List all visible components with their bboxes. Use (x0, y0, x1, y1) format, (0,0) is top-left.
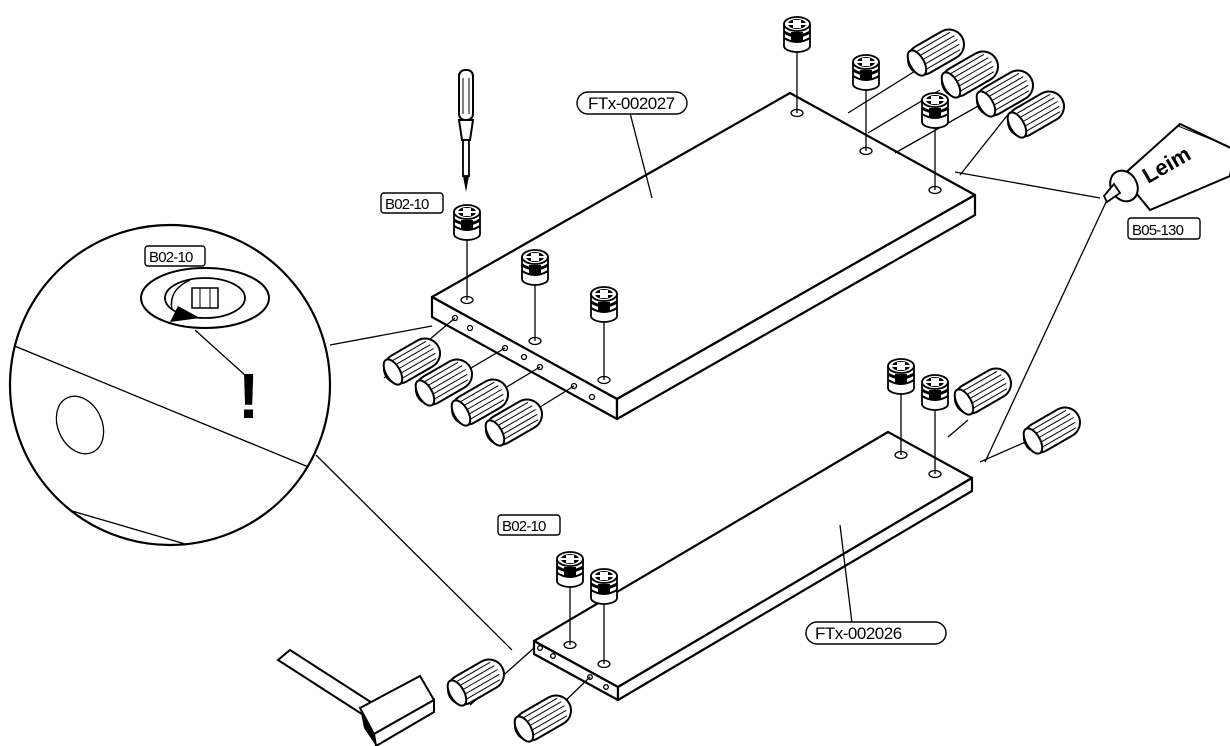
cam-topview-icon (140, 267, 270, 377)
hammer-icon (276, 648, 436, 746)
cam-lock-icon (886, 357, 916, 396)
glue-tube-icon: Leim (1102, 122, 1230, 212)
panel-bottom (532, 430, 974, 702)
cam-lock-icon (589, 285, 619, 324)
detail-lens (8, 223, 332, 547)
cam-lock-icon (851, 53, 881, 92)
cam-lock-icon (452, 203, 482, 242)
cam-lock-icon (920, 373, 950, 412)
cam-lock-icon (589, 567, 619, 606)
part-labels: FTx-002027 FTx-002026 B02-10 B02-10 B02-… (144, 91, 1201, 645)
cam-lock-icon (520, 248, 550, 287)
wooden-dowel-icon (508, 689, 578, 746)
part-label-bottom: FTx-002026 (815, 624, 902, 643)
wooden-dowel-icon (948, 362, 1018, 420)
panel-top (430, 91, 977, 421)
fitting-label-top: B02-10 (385, 196, 429, 213)
screwdriver-icon (457, 69, 475, 192)
fitting-label-detail: B02-10 (149, 249, 193, 266)
cam-lock-icon (782, 15, 812, 54)
glue-part-label: B05-130 (1132, 222, 1184, 239)
cam-lock-icon (920, 91, 950, 130)
warning-mark: ! (238, 360, 259, 432)
cam-lock-icon (555, 550, 585, 589)
fitting-label-bottom: B02-10 (502, 518, 546, 535)
wooden-dowel-icon (441, 653, 511, 711)
detail-callout: ! (8, 223, 513, 651)
part-label-top: FTx-002027 (588, 94, 675, 113)
wooden-dowel-icon (1017, 401, 1087, 459)
